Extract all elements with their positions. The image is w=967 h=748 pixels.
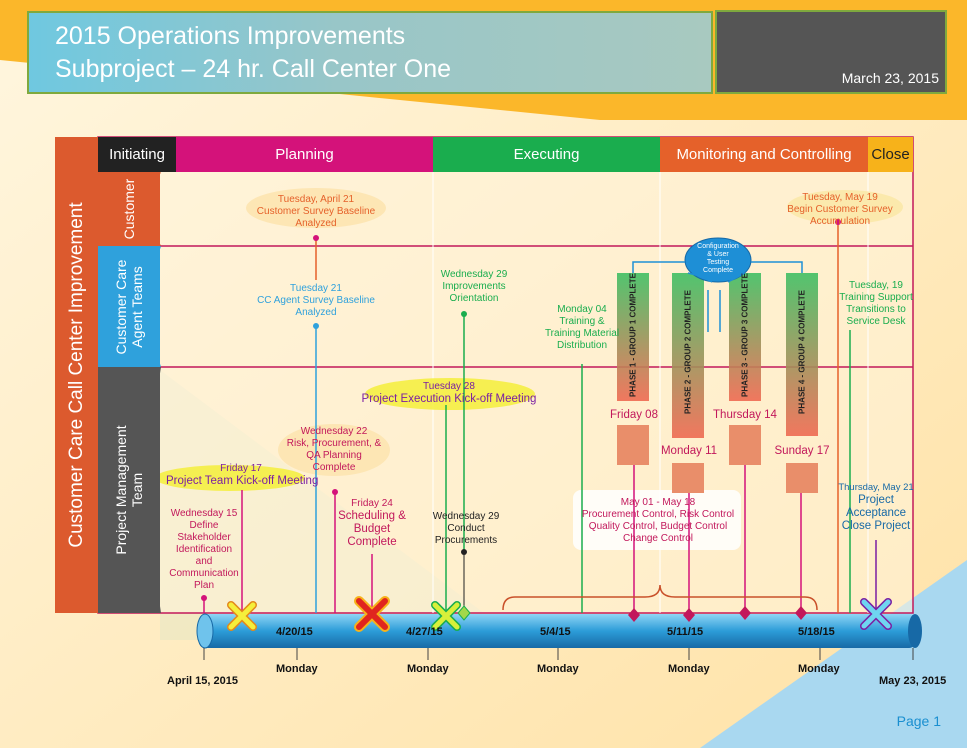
weekday-label-5: Monday [798,663,840,675]
star-marker-4 [860,598,892,630]
page-number: Page 1 [896,713,941,729]
report-date: March 23, 2015 [841,70,939,86]
date-box: March 23, 2015 [715,10,947,94]
lane-customer: Customer [98,172,160,246]
lane-pm-team: Project Management Team [98,367,160,613]
axis-tick-5: 5/18/15 [798,626,835,638]
axis-tick-4: 5/11/15 [667,626,704,638]
phase-executing: Executing [433,137,660,172]
phase-date-4: Sunday 17 [774,445,830,457]
phase-planning: Planning [176,137,433,172]
star-marker-1 [227,601,257,631]
axis-tick-1: 4/20/15 [276,626,313,638]
project-vertical-title: Customer Care Call Center Improvement [55,137,98,613]
weekday-label-1: Monday [276,663,318,675]
phase-bar-2: PHASE 2 - GROUP 2 COMPLETE [683,290,693,414]
weekday-label-4: Monday [668,663,710,675]
title-line-1: 2015 Operations Improvements [55,22,406,50]
phase-monitoring: Monitoring and Controlling [660,137,868,172]
phase-bar-4: PHASE 4 - GROUP 4 COMPLETE [797,290,807,414]
phase-bar-1: PHASE 1 - GROUP 1 COMPLETE [628,273,638,397]
axis-tick-3: 5/4/15 [540,626,571,638]
phase-date-1: Friday 08 [610,409,658,421]
title-banner: 2015 Operations Improvements Subproject … [27,11,713,94]
lane-agent-teams: Customer Care Agent Teams [98,246,160,367]
axis-tick-2: 4/27/15 [406,626,443,638]
timeline-end: May 23, 2015 [879,675,947,687]
star-marker-2 [354,596,390,632]
phase-close: Close [868,137,913,172]
phase-date-2: Monday 11 [660,445,718,457]
phase-initiating: Initiating [98,137,176,172]
phase-date-3: Thursday 14 [713,409,777,421]
phase-bar-3: PHASE 3 - GROUP 3 COMPLETE [740,273,750,397]
weekday-label-2: Monday [407,663,449,675]
timeline-start: April 15, 2015 [167,675,238,687]
weekday-label-3: Monday [537,663,579,675]
star-marker-3 [431,601,461,631]
title-line-2: Subproject – 24 hr. Call Center One [55,55,452,83]
